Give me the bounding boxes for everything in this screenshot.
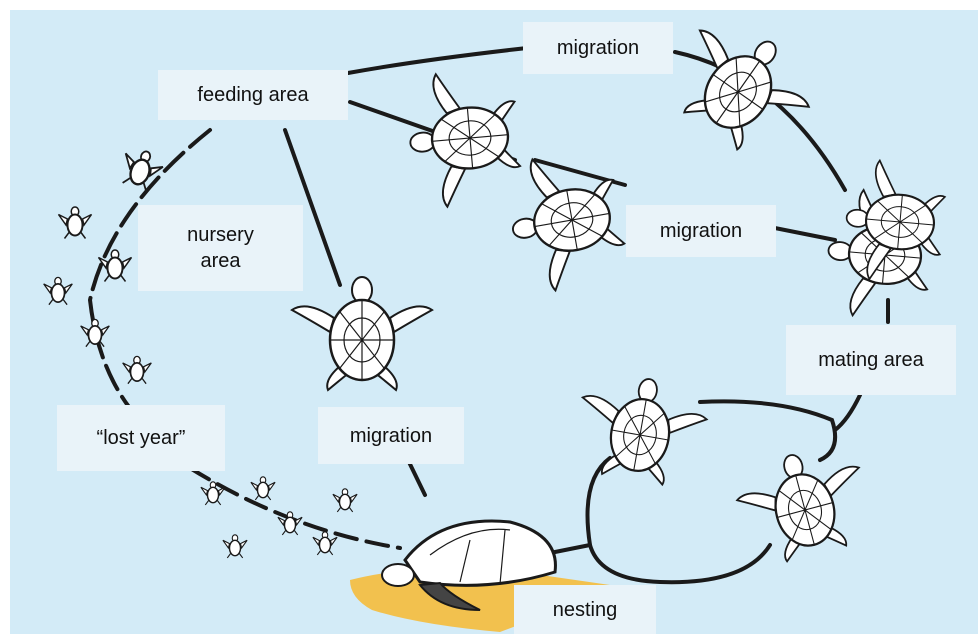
hatchling-icon: [123, 356, 152, 383]
label-lost-year: “lost year”: [57, 405, 225, 471]
label-nursery-area-line-2: area: [200, 248, 240, 274]
label-feeding-area: feeding area: [158, 70, 348, 120]
hatchling-icon: [44, 277, 73, 304]
hatchling-icon: [81, 319, 110, 346]
label-nursery-area-line-1: nursery: [187, 222, 254, 248]
hatchling-icon: [59, 207, 92, 239]
label-mating-area: mating area: [786, 325, 956, 395]
sea-turtle-icon: [656, 5, 827, 169]
hatchling-icon: [333, 489, 357, 512]
path-feeding-to-migration: [348, 48, 527, 73]
sea-turtle-icon: [292, 277, 432, 390]
sea-turtle-icon: [570, 368, 712, 490]
label-migration-middle: migration: [626, 205, 776, 257]
path-nesting-to-loop: [555, 545, 590, 552]
sea-turtle-icon: [405, 68, 524, 210]
label-migration-center: migration: [318, 407, 464, 464]
path-lost-year: [190, 468, 400, 548]
label-nesting: nesting: [514, 585, 656, 634]
hatchling-icon: [313, 532, 337, 555]
hatchling-icon: [223, 535, 247, 558]
sea-turtle-icon: [729, 439, 877, 570]
path-feeding-to-nesting-2: [408, 460, 425, 495]
hatchling-icon: [251, 477, 275, 500]
path-mating-to-loop: [835, 395, 860, 430]
label-nursery-area: nursery area: [138, 205, 303, 291]
label-migration-top: migration: [523, 22, 673, 74]
hatchling-icon: [116, 145, 166, 194]
